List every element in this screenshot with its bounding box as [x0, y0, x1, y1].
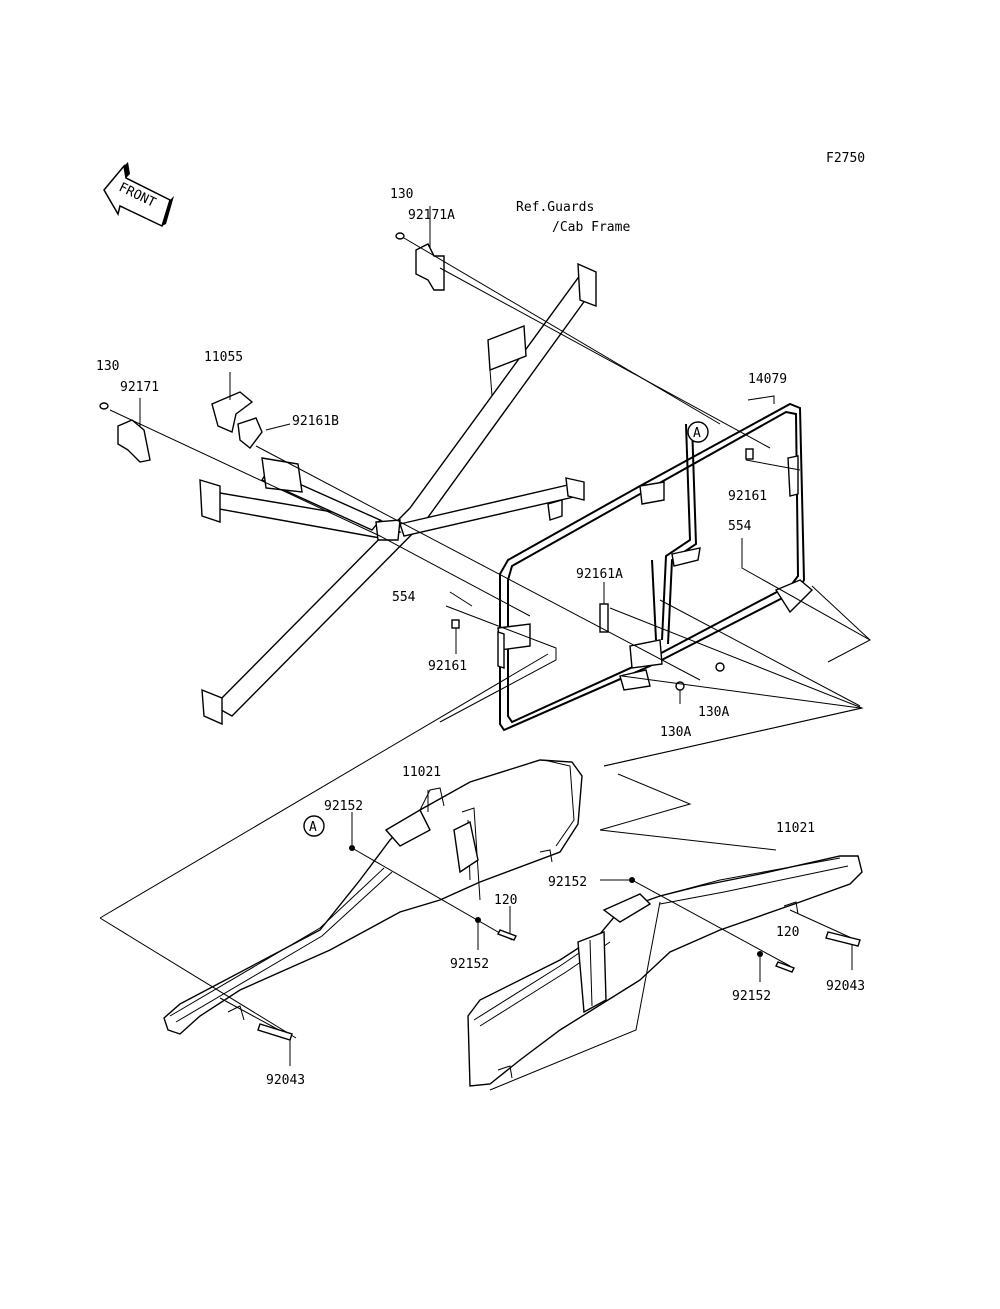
ref-note-line2: /Cab Frame — [552, 220, 630, 235]
label-11021-right: 11021 — [776, 821, 815, 836]
label-554-right: 554 — [728, 519, 752, 534]
label-92171A: 92171A — [408, 208, 455, 223]
skid-cover-left — [163, 759, 583, 1035]
callout-a-top: A — [687, 421, 709, 443]
label-92161-left: 92161 — [428, 659, 467, 674]
svg-text:A: A — [693, 426, 701, 441]
label-92152-a: 92152 — [324, 799, 363, 814]
plate-92161B — [237, 417, 263, 449]
label-130-left: 130 — [96, 359, 119, 374]
label-130A-b: 130A — [660, 725, 691, 740]
skid-cover-right — [467, 855, 863, 1087]
fasteners-lower — [257, 845, 861, 1041]
label-130-top: 130 — [390, 187, 413, 202]
label-14079: 14079 — [748, 372, 787, 387]
label-92161B: 92161B — [292, 414, 339, 429]
bracket-11055 — [211, 391, 254, 433]
label-92161A: 92161A — [576, 567, 623, 582]
label-92161-right: 92161 — [728, 489, 767, 504]
label-130A-a: 130A — [698, 705, 729, 720]
label-92171: 92171 — [120, 380, 159, 395]
figure-code: F2750 — [826, 151, 865, 166]
clamp-92171A — [395, 232, 445, 291]
label-92152-c: 92152 — [548, 875, 587, 890]
label-120-left: 120 — [494, 893, 517, 908]
label-92152-d: 92152 — [732, 989, 771, 1004]
cab-frame — [199, 262, 597, 726]
callout-a-bottom: A — [303, 815, 325, 837]
label-11055: 11055 — [204, 350, 243, 365]
leader-lines-lower — [99, 653, 863, 1091]
label-11021-left: 11021 — [402, 765, 441, 780]
ref-note-line1: Ref.Guards — [516, 200, 594, 215]
leader-lines-upper — [109, 206, 872, 767]
label-92152-b: 92152 — [450, 957, 489, 972]
front-arrow-icon: FRONT — [103, 162, 174, 228]
plates-misc — [451, 448, 754, 691]
label-554-left: 554 — [392, 590, 416, 605]
label-92043-right: 92043 — [826, 979, 865, 994]
clamp-92171 — [99, 402, 151, 463]
label-92043-left: 92043 — [266, 1073, 305, 1088]
svg-text:A: A — [309, 820, 317, 835]
frame-14079 — [497, 402, 814, 732]
label-120-right: 120 — [776, 925, 799, 940]
